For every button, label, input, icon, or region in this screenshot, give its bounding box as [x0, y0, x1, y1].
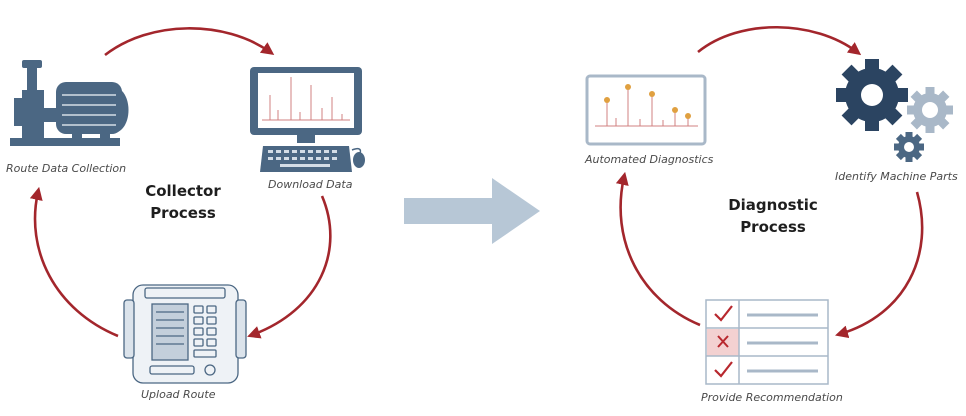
data-collector-device-icon — [123, 284, 247, 384]
collector-title-line2: Process — [150, 204, 216, 222]
caption-identify-machine-parts: Identify Machine Parts — [835, 170, 958, 183]
caption-download-data: Download Data — [268, 178, 353, 191]
cycle-arrow-computer-to-device — [247, 195, 332, 339]
collector-title-line1: Collector — [145, 182, 221, 200]
checklist-icon — [705, 299, 829, 385]
medium-gear-icon — [907, 87, 953, 133]
check-icon — [714, 361, 733, 378]
small-gear-icon — [894, 132, 924, 162]
caption-provide-recommendation: Provide Recommendation — [701, 391, 843, 404]
diagnostic-title-line2: Process — [740, 218, 806, 236]
cycle-arrow-pump-to-computer — [104, 27, 275, 57]
spectrum-monitor-icon — [585, 74, 707, 146]
gears-icon — [836, 59, 953, 162]
pump-motor-icon — [10, 60, 129, 146]
caption-upload-route: Upload Route — [141, 388, 216, 401]
cycle-arrow-device-to-pump — [29, 186, 119, 338]
diagnostic-process-title: Diagnostic Process — [708, 194, 838, 238]
large-gear-icon — [836, 59, 908, 131]
diagnostic-title-line1: Diagnostic — [728, 196, 818, 214]
cycle-arrow-recommendation-to-diagnostics — [615, 171, 701, 327]
check-icon — [714, 305, 733, 322]
computer-icon — [250, 67, 365, 172]
collector-process-title: Collector Process — [128, 180, 238, 224]
cross-icon — [717, 335, 729, 348]
cycle-arrow-diagnostics-to-parts — [697, 25, 862, 56]
caption-automated-diagnostics: Automated Diagnostics — [585, 153, 714, 166]
process-transition-arrow — [404, 178, 540, 244]
caption-route-data-collection: Route Data Collection — [6, 162, 127, 175]
cycle-arrow-parts-to-recommendation — [835, 191, 924, 339]
